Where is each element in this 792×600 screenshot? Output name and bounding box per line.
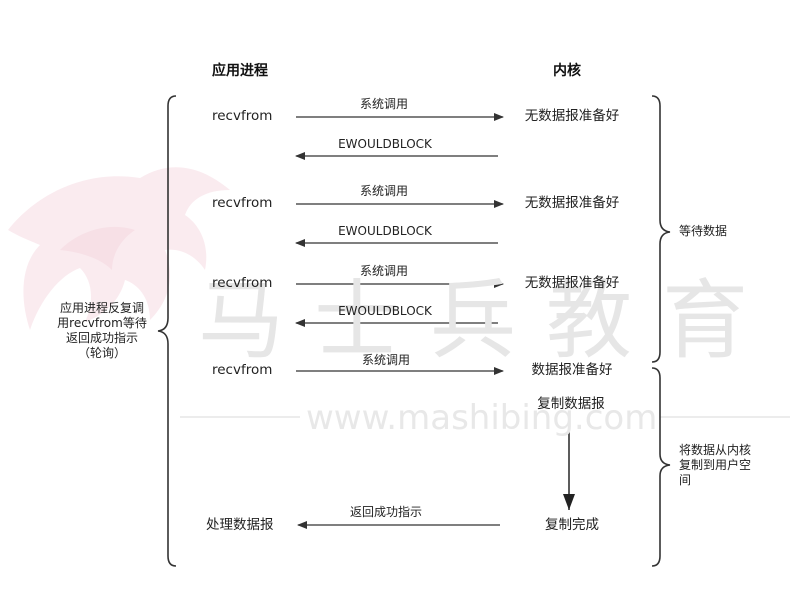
kernel-state-3: 无数据报准备好 — [524, 275, 620, 291]
syscall-label-4: 系统调用 — [361, 353, 411, 367]
right-note-copy-line-1: 将数据从内核 — [679, 443, 752, 457]
success-return-label: 返回成功指示 — [349, 505, 423, 519]
process-datagram-label: 处理数据报 — [206, 517, 274, 533]
right-note-copy: 将数据从内核 复制到用户空 间 — [679, 443, 751, 488]
return-label-1: EWOULDBLOCK — [338, 137, 432, 151]
return-label-2: EWOULDBLOCK — [338, 224, 432, 238]
right-note-copy-line-3: 间 — [679, 473, 692, 487]
syscall-label-1: 系统调用 — [359, 97, 409, 111]
copy-arrow-head — [563, 494, 575, 510]
watermark-logo-icon — [8, 167, 230, 330]
right-note-wait: 等待数据 — [679, 224, 728, 238]
copy-start-label: 复制数据报 — [537, 396, 605, 412]
left-note-line-1: 应用进程反复调 — [59, 301, 144, 315]
kernel-header: 内核 — [553, 63, 581, 79]
watermark-url-text: www.mashibing.com — [306, 398, 658, 438]
left-note: 应用进程反复调 用recvfrom等待 返回成功指示 （轮询） — [44, 301, 160, 361]
copy-end-label: 复制完成 — [545, 517, 599, 533]
return-label-3: EWOULDBLOCK — [338, 304, 432, 318]
process-header: 应用进程 — [212, 63, 268, 79]
recvfrom-label-4: recvfrom — [212, 362, 273, 378]
right-brace-wait — [651, 95, 671, 363]
left-note-line-2: 用recvfrom等待 — [57, 316, 147, 330]
syscall-label-3: 系统调用 — [359, 264, 409, 278]
kernel-state-1: 无数据报准备好 — [524, 108, 620, 124]
right-brace-copy — [651, 367, 671, 567]
kernel-state-4: 数据报准备好 — [531, 362, 613, 378]
recvfrom-label-3: recvfrom — [212, 275, 273, 291]
recvfrom-label-1: recvfrom — [212, 108, 273, 124]
left-note-line-4: （轮询） — [77, 346, 126, 360]
right-note-copy-line-2: 复制到用户空 — [679, 458, 752, 472]
left-note-line-3: 返回成功指示 — [65, 331, 138, 345]
syscall-label-2: 系统调用 — [359, 184, 409, 198]
left-brace — [157, 95, 177, 567]
recvfrom-label-2: recvfrom — [212, 195, 273, 211]
watermark-brand-text: 马士兵教育 — [198, 271, 778, 371]
kernel-state-2: 无数据报准备好 — [524, 195, 620, 211]
